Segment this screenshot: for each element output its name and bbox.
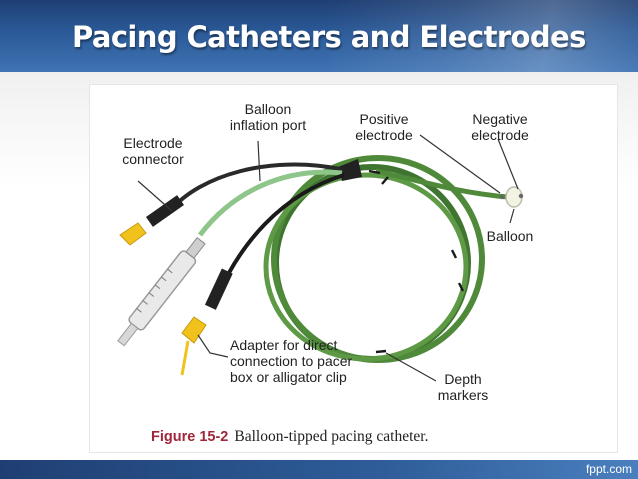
negative-electrode-tip	[518, 193, 524, 199]
depth-marker-dashes	[368, 169, 465, 354]
label-depth-markers: Depth markers	[428, 371, 498, 403]
catheter-distal-segment	[375, 168, 509, 200]
positive-electrode-ring	[499, 194, 505, 200]
label-balloon-inflation-port: Balloon inflation port	[222, 101, 314, 133]
inflation-port-lead	[198, 169, 343, 237]
electrode-connector-body	[145, 195, 185, 227]
catheter-illustration	[117, 134, 524, 382]
label-depth-markers-text: Depth markers	[437, 371, 489, 403]
label-balloon-inflation-port-text: Balloon inflation port	[229, 101, 307, 133]
label-balloon-text: Balloon	[486, 228, 534, 244]
label-negative-electrode-text: Negative electrode	[471, 111, 529, 143]
label-balloon: Balloon	[474, 228, 546, 244]
label-electrode-connector-text: Electrode connector	[122, 135, 184, 167]
figure-caption: Figure 15-2 Balloon-tipped pacing cathete…	[151, 428, 428, 446]
footer-bar: fppt.com	[0, 460, 638, 479]
syringe	[117, 237, 206, 347]
title-bar: Pacing Catheters and Electrodes	[0, 0, 638, 72]
slide-title: Pacing Catheters and Electrodes	[72, 20, 586, 54]
label-adapter-text: Adapter for direct connection to pacer b…	[230, 337, 353, 385]
catheter-figure: Balloon inflation port Electrode connect…	[89, 84, 618, 453]
adapter-body	[204, 268, 233, 310]
label-adapter: Adapter for direct connection to pacer b…	[230, 337, 400, 385]
electrode-connector-yellow-tip	[119, 222, 147, 246]
adapter-yellow-tip	[181, 316, 207, 344]
figure-caption-text: Balloon-tipped pacing catheter.	[234, 428, 429, 445]
label-negative-electrode: Negative electrode	[458, 111, 542, 143]
label-positive-electrode: Positive electrode	[344, 111, 424, 143]
title-bar-highlight	[330, 0, 638, 72]
callout-lines	[137, 134, 519, 382]
catheter-coil	[263, 155, 485, 363]
electrode-connector-lead	[168, 162, 341, 213]
figure-number: Figure 15-2	[151, 429, 229, 445]
footer-brand: fppt.com	[585, 462, 632, 476]
label-electrode-connector: Electrode connector	[108, 135, 198, 167]
label-positive-electrode-text: Positive electrode	[355, 111, 413, 143]
